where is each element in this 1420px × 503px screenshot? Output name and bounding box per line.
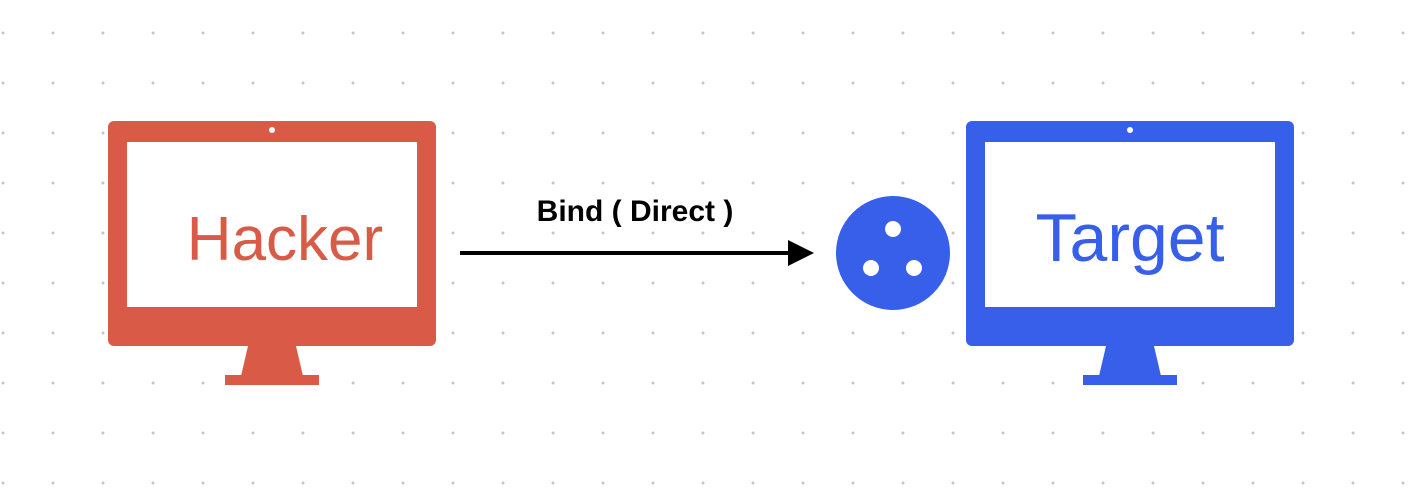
hacker-monitor-icon: Hacker bbox=[108, 121, 436, 385]
port-socket-pin-left bbox=[863, 260, 879, 276]
hacker-label: Hacker bbox=[187, 205, 383, 274]
target-monitor-camera bbox=[1127, 127, 1133, 133]
hacker-monitor-neck bbox=[241, 346, 303, 376]
hacker-monitor-screen bbox=[127, 142, 417, 307]
port-socket-icon bbox=[836, 196, 950, 310]
port-socket-body bbox=[836, 196, 950, 310]
target-monitor-icon: Target bbox=[966, 121, 1294, 385]
bind-direct-label: Bind ( Direct ) bbox=[536, 195, 734, 228]
bind-arrow bbox=[460, 240, 814, 266]
port-socket-pin-right bbox=[906, 260, 922, 276]
bind-arrow-head bbox=[788, 240, 814, 266]
hacker-monitor-base bbox=[225, 375, 319, 385]
target-label: Target bbox=[1036, 200, 1225, 276]
target-monitor-screen bbox=[985, 142, 1275, 307]
port-socket-pin-top bbox=[885, 221, 901, 237]
target-monitor-base bbox=[1083, 375, 1177, 385]
target-monitor-neck bbox=[1099, 346, 1161, 376]
hacker-monitor-camera bbox=[269, 127, 275, 133]
